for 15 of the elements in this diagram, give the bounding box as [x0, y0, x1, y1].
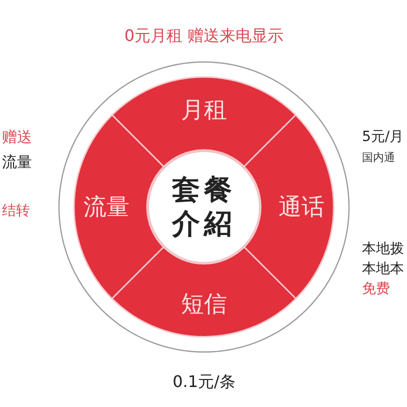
- sector-label: 短信: [180, 290, 227, 320]
- sector-label: 流量: [84, 193, 130, 222]
- plan-note: 国内通: [362, 150, 395, 165]
- plan-note: 流量: [2, 153, 32, 172]
- sector-label: 通话: [278, 193, 324, 222]
- plan-note: 结转: [2, 202, 30, 220]
- plan-note: 本地拨: [362, 240, 404, 258]
- plan-note: 5元/月: [362, 128, 404, 146]
- plan-note: 本地本: [362, 260, 404, 278]
- plan-note: 赠送: [2, 128, 32, 147]
- sector-label: 月租: [180, 96, 227, 125]
- plan-note: 免费: [362, 280, 390, 298]
- heading-note: 0元月租 赠送来电显示: [124, 26, 284, 47]
- plan-note: 0.1元/条: [172, 372, 236, 393]
- center-title: 套餐介紹: [172, 173, 236, 241]
